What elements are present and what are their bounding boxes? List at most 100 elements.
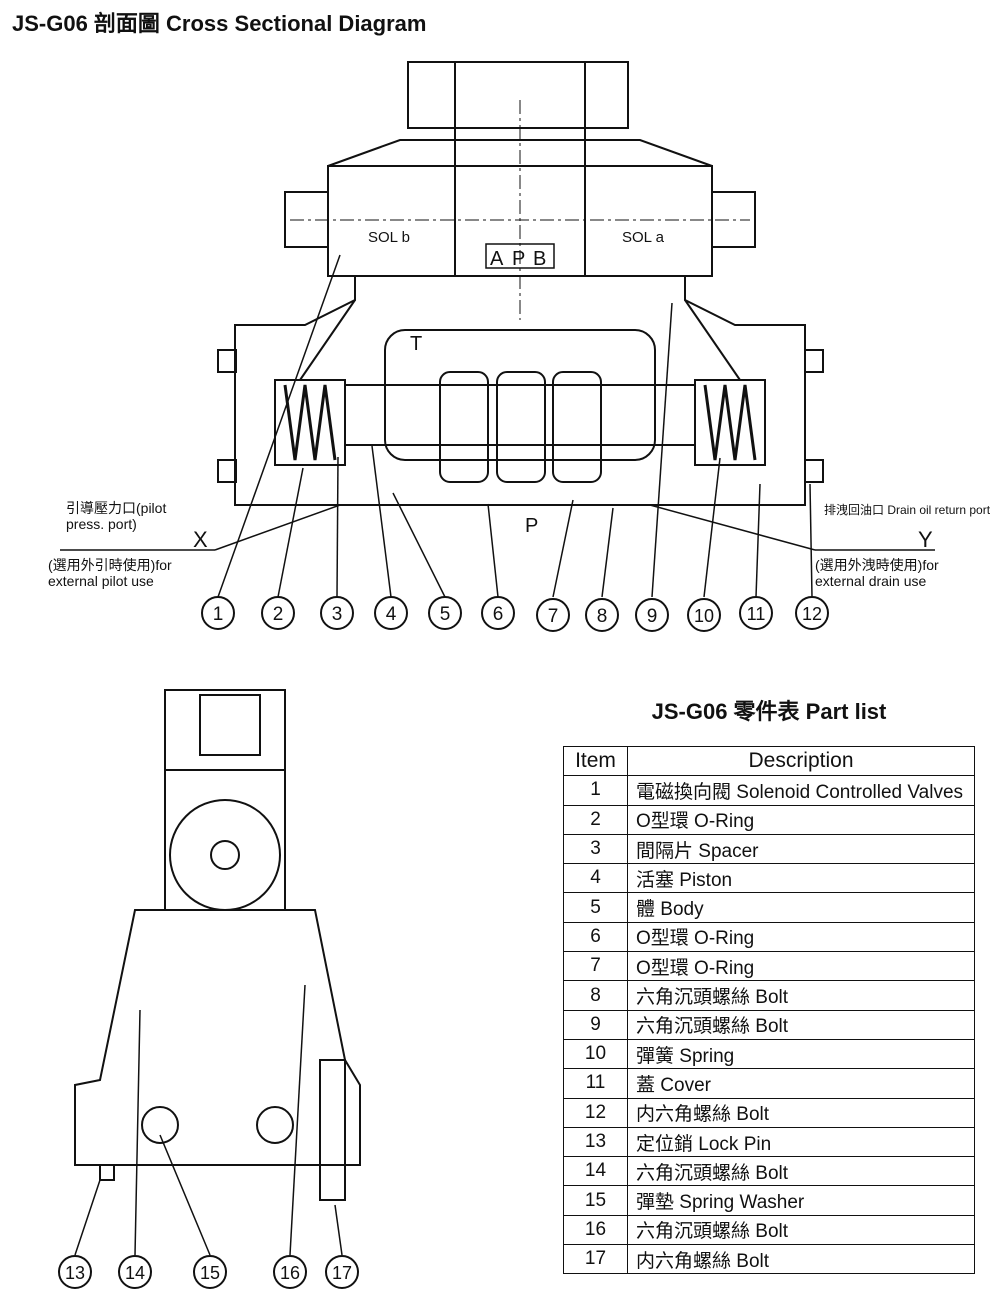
port-a-label: A [490,248,504,270]
callout-2: 2 [261,596,295,630]
external-drain-label: (選用外洩時使用)for external drain use [815,557,939,589]
port-b-label: B [533,248,546,270]
drain-port-label: 排洩回油口 Drain oil return port [824,503,991,517]
sol-a-label: SOL a [622,229,665,246]
callout-15: 15 [193,1255,227,1289]
item-description: 活塞 Piston [627,863,975,894]
callouts-top: 1 2 3 4 5 6 7 8 9 10 11 12 [201,596,829,632]
port-t-label: T [410,333,422,355]
valve-body [217,275,824,506]
callout-10: 10 [687,598,721,632]
item-description: O型環 O-Ring [627,951,975,982]
item-description: 内六角螺絲 Bolt [627,1097,975,1128]
page-title: JS-G06 剖面圖 Cross Sectional Diagram [12,11,427,36]
item-description: 六角沉頭螺絲 Bolt [627,1156,975,1187]
svg-text:14: 14 [125,1263,145,1283]
callout-13: 13 [58,1255,92,1289]
item-description: 蓋 Cover [627,1068,975,1099]
x-port-label: X [193,527,208,552]
leader-lines [60,254,935,598]
item-number: 4 [563,863,628,894]
callout-16: 16 [273,1255,307,1289]
callout-14: 14 [118,1255,152,1289]
callout-3: 3 [320,596,354,630]
item-number: 3 [563,833,628,865]
header-item: Item [563,745,628,777]
item-number: 16 [563,1214,628,1246]
svg-text:4: 4 [386,604,397,625]
callout-5: 5 [428,596,462,630]
part-list-title: JS-G06 零件表 Part list [651,699,887,724]
item-description: 六角沉頭螺絲 Bolt [627,980,975,1011]
item-description: 六角沉頭螺絲 Bolt [627,1214,975,1246]
callout-11: 11 [739,596,773,630]
item-number: 10 [563,1038,628,1070]
item-number: 6 [563,921,628,953]
svg-text:13: 13 [65,1263,85,1283]
item-description: 電磁換向閥 Solenoid Controlled Valves [627,775,975,806]
svg-text:15: 15 [200,1263,220,1283]
svg-text:7: 7 [548,606,559,627]
callout-6: 6 [481,596,515,630]
item-description: 定位銷 Lock Pin [627,1126,975,1158]
svg-text:16: 16 [280,1263,300,1283]
side-leader-lines [74,984,343,1256]
item-description: 彈墊 Spring Washer [627,1185,975,1216]
svg-text:12: 12 [802,604,822,624]
svg-text:2: 2 [273,604,284,625]
item-number: 5 [563,892,628,923]
item-description: 彈簧 Spring [627,1038,975,1070]
item-description: 六角沉頭螺絲 Bolt [627,1009,975,1040]
port-p-bottom-label: P [525,515,538,537]
item-number: 9 [563,1009,628,1040]
item-number: 2 [563,804,628,835]
svg-text:9: 9 [647,606,658,627]
callout-1: 1 [201,596,235,630]
callout-8: 8 [585,598,619,632]
port-labels: SOL b SOL a A P B T P X Y [193,229,933,552]
svg-text:5: 5 [440,604,451,625]
item-number: 1 [563,775,628,806]
table-header: Item Description [563,745,975,777]
callout-12: 12 [795,596,829,630]
item-number: 17 [563,1244,628,1275]
item-description: 間隔片 Spacer [627,833,975,865]
svg-text:17: 17 [332,1263,352,1283]
sol-b-label: SOL b [368,229,410,246]
external-pilot-label: (選用外引時使用)for external pilot use [48,557,172,589]
item-number: 8 [563,980,628,1011]
callout-4: 4 [374,596,408,630]
item-number: 13 [563,1126,628,1158]
item-description: O型環 O-Ring [627,804,975,835]
item-description: O型環 O-Ring [627,921,975,953]
callout-9: 9 [635,598,669,632]
item-description: 内六角螺絲 Bolt [627,1244,975,1275]
side-view [74,689,361,1201]
svg-text:11: 11 [747,604,766,624]
pilot-port-label: 引導壓力口(pilot press. port) [66,500,167,532]
y-port-label: Y [918,527,933,552]
callout-7: 7 [536,598,570,632]
callout-17: 17 [325,1255,359,1289]
solenoid-valve [284,61,756,320]
item-number: 12 [563,1097,628,1128]
item-description: 體 Body [627,892,975,923]
callouts-bottom: 13 14 15 16 17 [58,1255,359,1289]
